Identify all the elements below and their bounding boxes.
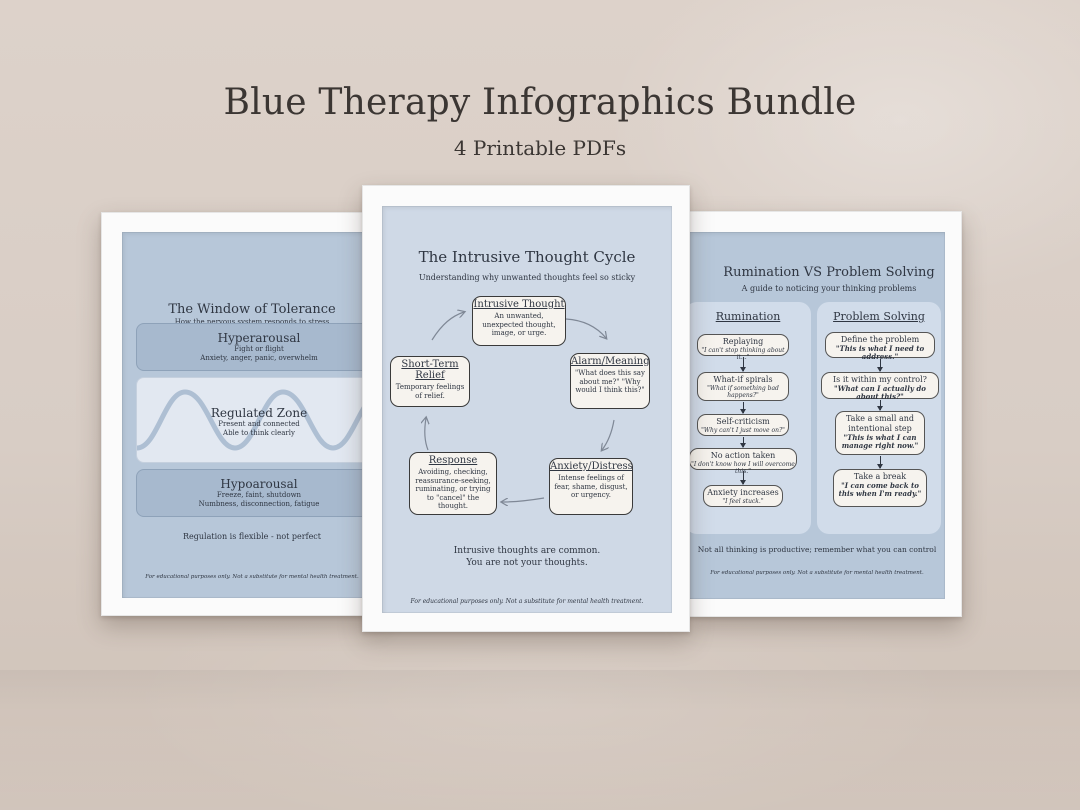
regulated-zone-title: Regulated Zone bbox=[210, 406, 308, 420]
rumination-step: No action taken "I don't know how I will… bbox=[689, 448, 797, 475]
step-title: Take a small and intentional step bbox=[845, 414, 915, 433]
node-title: Response bbox=[428, 455, 478, 466]
step-quote: "I don't know how I will overcome this." bbox=[691, 461, 795, 475]
hypoarousal-title: Hypoarousal bbox=[220, 477, 298, 491]
disclaimer: For educational purposes only. Not a sub… bbox=[410, 598, 644, 605]
step-quote: "I can come back to this when I'm ready.… bbox=[838, 481, 922, 498]
step-quote: "I feel stuck." bbox=[722, 498, 764, 505]
regulated-zone-line2: Able to think clearly bbox=[223, 429, 295, 437]
step-title: Define the problem bbox=[840, 335, 920, 344]
step-quote: "This is what I can manage right now." bbox=[841, 433, 919, 450]
node-title: Anxiety/Distress bbox=[550, 461, 633, 472]
step-quote: "Why can't I just move on?" bbox=[701, 427, 785, 434]
poster-title: The Intrusive Thought Cycle bbox=[418, 248, 636, 266]
regulated-zone-line1: Present and connected bbox=[218, 420, 300, 428]
hyperarousal-title: Hyperarousal bbox=[217, 331, 301, 345]
node-desc: An unwanted, unexpected thought, image, … bbox=[482, 312, 556, 337]
poster-title: The Window of Tolerance bbox=[168, 302, 336, 317]
rumination-column: Rumination Replaying "I can't stop think… bbox=[689, 302, 811, 534]
arrow-down-icon bbox=[740, 471, 746, 485]
node-desc: Temporary feelings of relief. bbox=[395, 383, 465, 400]
regulated-zone-band: Regulated Zone Present and connected Abl… bbox=[136, 377, 382, 463]
arrow-down-icon bbox=[740, 402, 746, 414]
step-title: What-if spirals bbox=[713, 375, 773, 384]
cycle-arrows bbox=[382, 206, 615, 613]
node-desc: Avoiding, checking, reassurance-seeking,… bbox=[415, 468, 491, 510]
problem-solving-column: Problem Solving Define the problem "This… bbox=[817, 302, 941, 534]
arrow-down-icon bbox=[877, 359, 883, 372]
hypoarousal-band: Hypoarousal Freeze, faint, shutdown Numb… bbox=[136, 469, 382, 517]
anxiety-distress-node: Anxiety/Distress Intense feelings of fea… bbox=[549, 458, 633, 515]
poster-rumination-vs-problem-solving: Rumination VS Problem Solving A guide to… bbox=[689, 232, 945, 599]
node-title: Short-Term Relief bbox=[401, 359, 459, 381]
thinking-note: Not all thinking is productive; remember… bbox=[697, 545, 937, 554]
arrow-down-icon bbox=[877, 400, 883, 411]
step-title: Take a break bbox=[853, 472, 907, 481]
closing-line-2: You are not your thoughts. bbox=[466, 558, 588, 568]
node-title: Intrusive Thought bbox=[473, 299, 565, 310]
step-title: Is it within my control? bbox=[833, 375, 927, 384]
problem-step: Define the problem "This is what I need … bbox=[825, 332, 935, 361]
problem-solving-heading: Problem Solving bbox=[833, 310, 925, 323]
hyperarousal-band: Hyperarousal Fight or flight Anxiety, an… bbox=[136, 323, 382, 371]
frame-rumination-vs-problem-solving: Rumination VS Problem Solving A guide to… bbox=[688, 211, 962, 617]
hypoarousal-line1: Freeze, faint, shutdown bbox=[216, 491, 302, 499]
short-term-relief-node: Short-Term Relief Temporary feelings of … bbox=[390, 356, 470, 407]
frame-intrusive-thought-cycle: The Intrusive Thought Cycle Understandin… bbox=[362, 185, 690, 632]
regulation-note: Regulation is flexible - not perfect bbox=[183, 532, 321, 541]
poster-window-of-tolerance: The Window of Tolerance How the nervous … bbox=[122, 232, 382, 598]
step-quote: "What can I actually do about this?" bbox=[834, 384, 926, 401]
rumination-step: Self-criticism "Why can't I just move on… bbox=[697, 414, 789, 436]
poster-intrusive-thought-cycle: The Intrusive Thought Cycle Understandin… bbox=[382, 206, 672, 613]
node-title: Alarm/Meaning bbox=[571, 356, 650, 367]
step-title: Replaying bbox=[722, 337, 764, 346]
rumination-step: Anxiety increases "I feel stuck." bbox=[703, 485, 783, 507]
step-quote: "What if something bad happens?" bbox=[707, 385, 779, 399]
frame-window-of-tolerance: The Window of Tolerance How the nervous … bbox=[101, 212, 382, 616]
node-desc: Intense feelings of fear, shame, disgust… bbox=[554, 474, 628, 499]
poster-title: Rumination VS Problem Solving bbox=[723, 265, 935, 280]
arrow-down-icon bbox=[740, 357, 746, 372]
rumination-heading: Rumination bbox=[715, 310, 781, 323]
bundle-subtitle: 4 Printable PDFs bbox=[453, 136, 627, 160]
poster-subtitle: A guide to noticing your thinking proble… bbox=[741, 284, 917, 293]
arrow-down-icon bbox=[740, 437, 746, 448]
intrusive-thought-node: Intrusive Thought An unwanted, unexpecte… bbox=[472, 296, 566, 346]
hypoarousal-line2: Numbness, disconnection, fatigue bbox=[198, 500, 320, 508]
step-title: Anxiety increases bbox=[707, 488, 779, 497]
hyperarousal-line1: Fight or flight bbox=[234, 345, 284, 353]
poster-subtitle: How the nervous system responds to stres… bbox=[174, 318, 330, 326]
step-title: Self-criticism bbox=[716, 417, 770, 426]
problem-step: Is it within my control? "What can I act… bbox=[821, 372, 939, 401]
tolerance-wave bbox=[137, 389, 382, 451]
problem-step: Take a break "I can come back to this wh… bbox=[833, 469, 927, 507]
bundle-title: Blue Therapy Infographics Bundle bbox=[223, 82, 857, 123]
step-title: No action taken bbox=[710, 451, 776, 460]
rumination-step: What-if spirals "What if something bad h… bbox=[697, 372, 789, 401]
closing-line-1: Intrusive thoughts are common. bbox=[453, 546, 601, 556]
alarm-meaning-node: Alarm/Meaning "What does this say about … bbox=[570, 353, 650, 409]
disclaimer: For educational purposes only. Not a sub… bbox=[145, 574, 359, 580]
disclaimer: For educational purposes only. Not a sub… bbox=[710, 570, 924, 576]
poster-subtitle: Understanding why unwanted thoughts feel… bbox=[418, 273, 636, 282]
table-surface bbox=[0, 670, 1080, 810]
arrow-down-icon bbox=[877, 456, 883, 469]
node-desc: "What does this say about me?" "Why woul… bbox=[575, 369, 645, 394]
problem-step: Take a small and intentional step "This … bbox=[835, 411, 925, 455]
hyperarousal-line2: Anxiety, anger, panic, overwhelm bbox=[200, 354, 318, 362]
response-node: Response Avoiding, checking, reassurance… bbox=[409, 452, 497, 515]
rumination-step: Replaying "I can't stop thinking about i… bbox=[697, 334, 789, 361]
step-quote: "This is what I need to address." bbox=[835, 344, 925, 361]
